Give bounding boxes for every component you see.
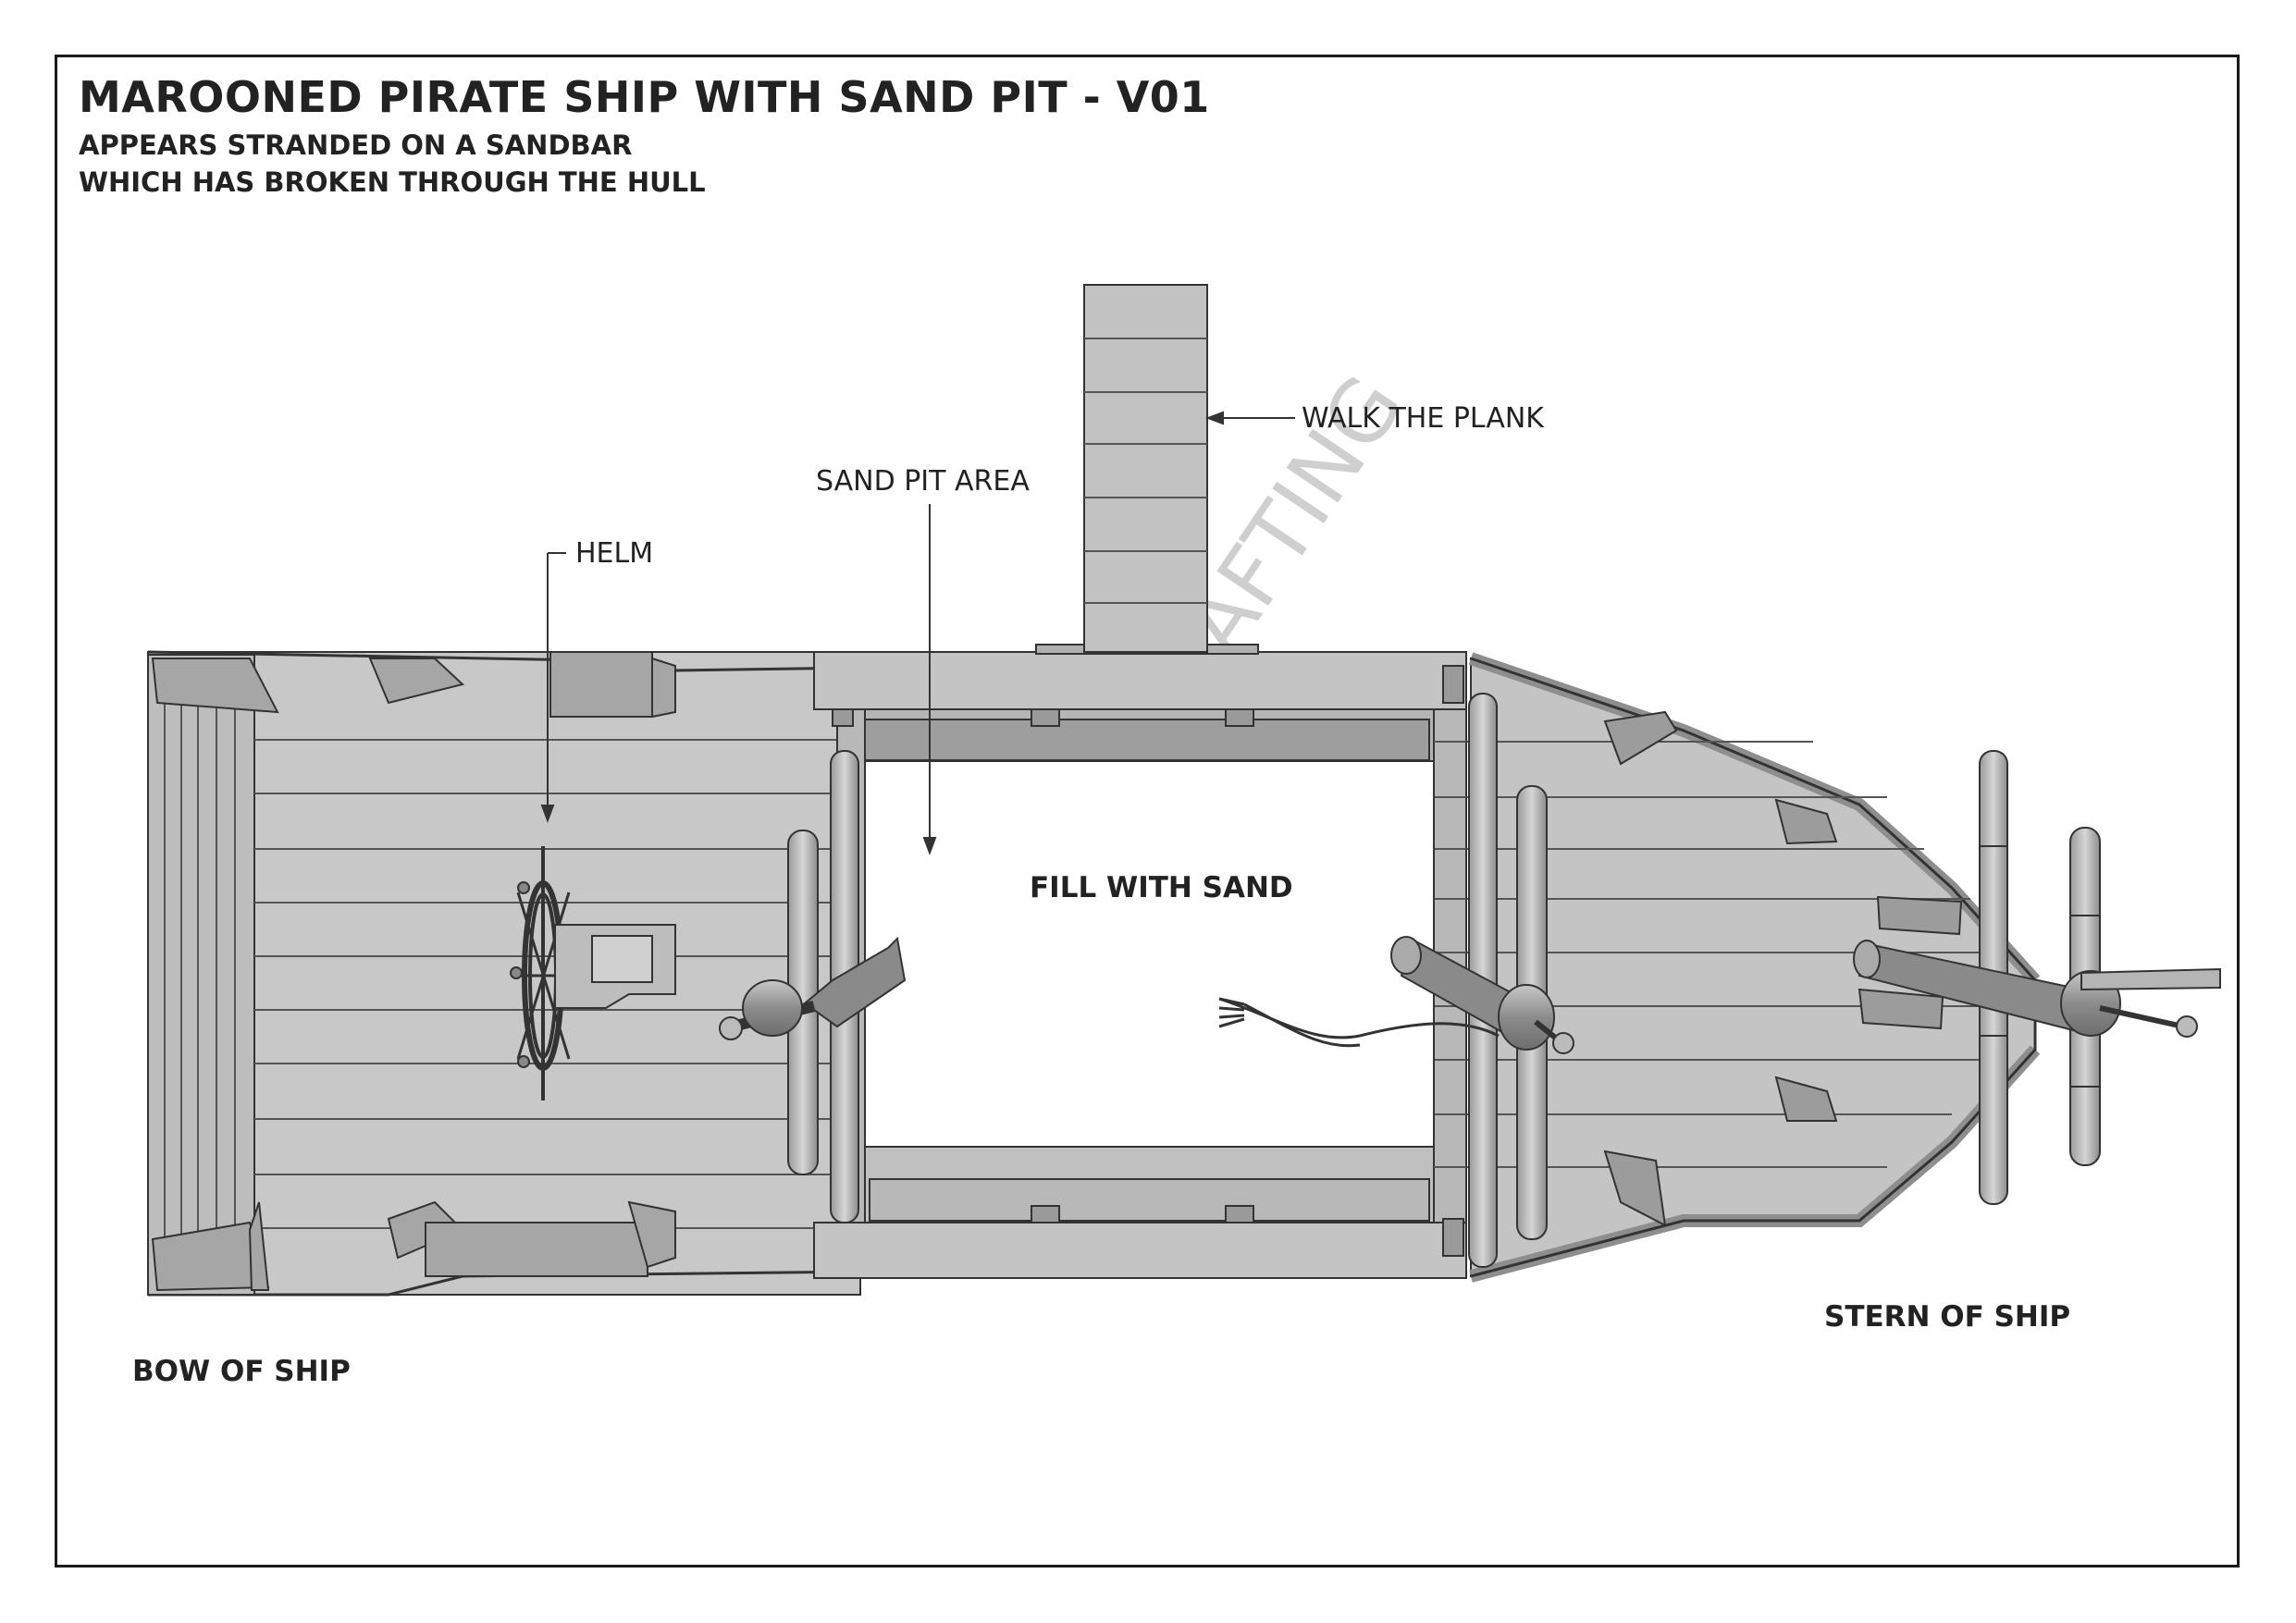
leader-lines [540,411,1295,855]
label-helm: HELM [575,537,653,570]
cannon-bow [719,936,907,1040]
label-fill-with-sand: FILL WITH SAND [1030,871,1293,904]
plank [1083,284,1208,653]
helm-wheel [510,846,676,1100]
cannon-stern [1853,940,2221,1038]
label-bow: BOW OF SHIP [132,1355,351,1388]
drawing-frame [55,55,2240,1568]
label-walk-the-plank: WALK THE PLANK [1302,402,1545,435]
label-sand-pit-area: SAND PIT AREA [816,465,1030,498]
label-stern: STERN OF SHIP [1824,1300,2070,1334]
sand-pit-frame [813,644,1467,1279]
drawing-subtitle-line1: APPEARS STRANDED ON A SANDBAR [79,129,633,161]
flag-cloth [1218,997,1500,1048]
drawing-title: MAROONED PIRATE SHIP WITH SAND PIT - V01 [79,72,1210,122]
cannon-stern-mid [1390,936,1574,1054]
drawing-subtitle-line2: WHICH HAS BROKEN THROUGH THE HULL [79,166,706,198]
bow-deck [147,650,861,1297]
